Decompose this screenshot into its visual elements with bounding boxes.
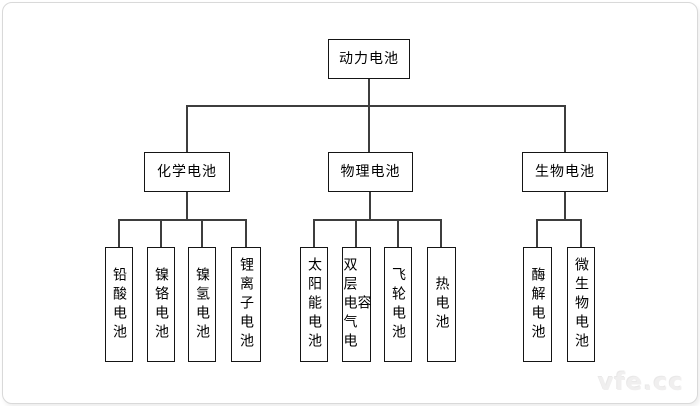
connector-biological-vertical [564, 192, 566, 221]
connector-chemical-drop [186, 105, 188, 152]
leaf-label: 双层电气电容 [341, 257, 372, 352]
leaf-nickel-hydrogen-battery: 镍氢电池 [188, 247, 216, 362]
connector-enzyme-drop [536, 219, 538, 247]
connector-nickel-hydrogen-drop [201, 219, 203, 247]
connector-nickel-chromium-drop [160, 219, 162, 247]
node-power-battery: 动力电池 [328, 39, 410, 79]
leaf-label: 铅酸电池 [111, 266, 127, 343]
leaf-nickel-chromium-battery: 镍铬电池 [147, 247, 175, 362]
leaf-label: 太阳能电池 [306, 257, 322, 352]
leaf-label: 酶解电池 [529, 266, 546, 343]
leaf-lithium-ion-battery: 锂离子电池 [231, 247, 261, 362]
leaf-label: 热电池 [433, 276, 450, 333]
connector-root-vertical [368, 79, 370, 152]
leaf-flywheel-battery: 飞轮电池 [384, 247, 412, 362]
connector-microbial-drop [580, 219, 582, 247]
connector-double-layer-drop [355, 219, 357, 247]
connector-physical-bus [313, 219, 442, 221]
leaf-label: 镍氢电池 [194, 266, 210, 343]
connector-biological-bus [536, 219, 582, 221]
connector-chemical-bus [118, 219, 247, 221]
leaf-label: 飞轮电池 [390, 266, 406, 343]
connector-lead-acid-drop [118, 219, 120, 247]
leaf-enzyme-battery: 酶解电池 [523, 247, 552, 362]
node-biological-battery: 生物电池 [522, 152, 608, 192]
leaf-thermal-battery: 热电池 [427, 247, 456, 362]
node-physical-battery: 物理电池 [328, 152, 413, 192]
leaf-label: 锂离子电池 [238, 257, 254, 352]
leaf-solar-battery: 太阳能电池 [300, 247, 328, 362]
connector-thermal-drop [440, 219, 442, 247]
leaf-lead-acid-battery: 铅酸电池 [105, 247, 133, 362]
connector-level1-bus [186, 105, 566, 107]
connector-biological-drop [564, 105, 566, 152]
connector-flywheel-drop [397, 219, 399, 247]
connector-solar-drop [313, 219, 315, 247]
connector-physical-vertical [369, 192, 371, 221]
connector-chemical-vertical [186, 192, 188, 221]
watermark-text: vfe.cc [598, 368, 684, 396]
connector-lithium-ion-drop [245, 219, 247, 247]
leaf-microbial-battery: 微生物电池 [567, 247, 595, 362]
leaf-double-layer-capacitor: 双层电气电容 [341, 247, 372, 362]
leaf-label: 微生物电池 [573, 257, 589, 352]
leaf-label: 镍铬电池 [153, 266, 169, 343]
node-chemical-battery: 化学电池 [144, 152, 230, 192]
